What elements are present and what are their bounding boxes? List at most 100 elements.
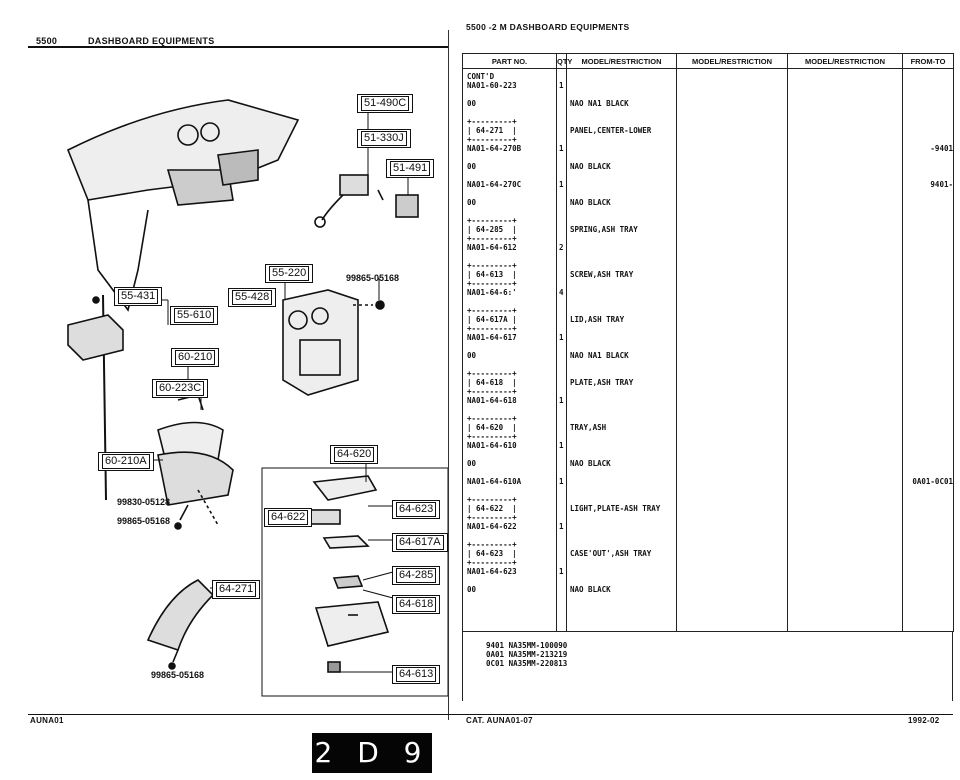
row-qty-cell: 4	[559, 288, 564, 297]
row-part-cell: +---------+	[467, 279, 517, 288]
callout-51-491: 51-491	[386, 159, 435, 178]
row-qty-cell	[559, 513, 566, 522]
row-desc-cell	[570, 306, 676, 315]
row-part-cell: | 64-620 |	[467, 423, 517, 432]
row-from-cell	[905, 540, 953, 549]
row-desc-cell: PLATE,ASH TRAY	[570, 378, 634, 387]
row-desc-cell: NAO BLACK	[570, 459, 611, 468]
row-desc-cell	[570, 513, 676, 522]
row-part-cell: +---------+	[467, 216, 517, 225]
row-qty-cell	[559, 504, 566, 513]
row-desc-cell: SCREW,ASH TRAY	[570, 270, 634, 279]
row-part-cell: | 64-617A |	[467, 315, 517, 324]
callout-64-618: 64-618	[392, 595, 441, 614]
callout-64-285: 64-285	[392, 566, 441, 585]
row-desc-cell	[570, 297, 676, 306]
part-note-screw-console: 99865-05168	[346, 273, 400, 283]
row-from-cell	[905, 279, 953, 288]
col-part-no: PART NO.	[462, 53, 557, 69]
row-qty-cell	[559, 459, 566, 468]
row-qty-cell: 1	[559, 144, 564, 153]
row-part-cell: CONT'D	[467, 72, 495, 81]
row-qty-cell: 2	[559, 243, 564, 252]
callout-64-620: 64-620	[330, 445, 379, 464]
row-part-cell: 00	[467, 198, 477, 207]
row-part-cell: NA01-64-623	[467, 567, 517, 576]
row-from-cell	[905, 243, 953, 252]
row-part-cell	[467, 153, 556, 162]
row-desc-cell	[570, 567, 676, 576]
row-part-cell	[467, 342, 556, 351]
row-desc-cell	[570, 387, 676, 396]
row-from-cell	[905, 342, 953, 351]
row-from-cell	[905, 423, 953, 432]
row-qty-cell	[559, 117, 566, 126]
row-desc-cell	[570, 81, 676, 90]
row-from-cell	[905, 522, 953, 531]
row-from-cell	[905, 324, 953, 333]
exploded-parts-diagram	[66, 99, 448, 697]
row-part-cell: NA01-64-617	[467, 333, 517, 342]
callout-64-622: 64-622	[264, 508, 313, 527]
row-qty-cell: 1	[559, 333, 564, 342]
row-desc-cell	[570, 153, 676, 162]
row-from-cell	[905, 81, 953, 90]
row-from-cell	[905, 297, 953, 306]
row-part-cell: +---------+	[467, 387, 517, 396]
row-desc-cell	[570, 450, 676, 459]
row-from-cell	[905, 567, 953, 576]
row-from-cell	[905, 387, 953, 396]
callout-55-220: 55-220	[265, 264, 314, 283]
row-part-cell	[467, 405, 556, 414]
row-desc-cell: NAO BLACK	[570, 198, 611, 207]
col-model-2: MODEL/RESTRICTION	[676, 53, 788, 69]
row-desc-cell	[570, 405, 676, 414]
row-part-cell	[467, 468, 556, 477]
row-from-cell	[905, 549, 953, 558]
row-qty-cell: 1	[559, 81, 564, 90]
row-from-cell	[905, 270, 953, 279]
row-from-cell	[905, 171, 953, 180]
row-desc-cell	[570, 468, 676, 477]
row-qty-cell	[559, 360, 566, 369]
row-part-cell: +---------+	[467, 369, 517, 378]
row-part-cell: NA01-64-618	[467, 396, 517, 405]
row-desc-cell	[570, 333, 676, 342]
callout-51-490c: 51-490C	[357, 94, 414, 113]
row-from-cell	[905, 396, 953, 405]
row-qty-cell: 1	[559, 396, 564, 405]
row-from-cell	[905, 531, 953, 540]
row-desc-cell	[570, 234, 676, 243]
part-note-screw-column-2: 99865-05168	[117, 516, 171, 526]
row-part-cell: NA01-64-610	[467, 441, 517, 450]
callout-55-428: 55-428	[228, 288, 277, 307]
row-part-cell: +---------+	[467, 414, 517, 423]
row-qty-cell	[559, 126, 566, 135]
table-bottom-rule	[462, 631, 953, 632]
row-from-cell	[905, 585, 953, 594]
serial-line-3: 0C01 NA35MM-220813	[486, 659, 568, 668]
row-qty-cell	[559, 261, 566, 270]
callout-60-210: 60-210	[171, 348, 220, 367]
row-part-cell: NA01-64-612	[467, 243, 517, 252]
row-desc-cell	[570, 432, 676, 441]
row-desc-cell	[570, 477, 676, 486]
callout-64-271: 64-271	[212, 580, 261, 599]
panel-divider	[448, 30, 449, 720]
row-part-cell: | 64-613 |	[467, 270, 517, 279]
row-desc-cell	[570, 216, 676, 225]
row-from-cell	[905, 117, 953, 126]
row-from-cell	[905, 468, 953, 477]
row-desc-cell: PANEL,CENTER-LOWER	[570, 126, 652, 135]
row-part-cell: +---------+	[467, 540, 517, 549]
serial-line-2: 0A01 NA35MM-213219	[486, 650, 568, 659]
row-from-cell	[905, 306, 953, 315]
col-qty: QTY	[556, 53, 572, 69]
callout-51-330j: 51-330J	[357, 129, 411, 148]
row-desc-cell	[570, 243, 676, 252]
row-from-cell	[905, 315, 953, 324]
row-part-cell: | 64-622 |	[467, 504, 517, 513]
row-qty-cell	[559, 387, 566, 396]
row-part-cell	[467, 171, 556, 180]
row-qty-cell: 1	[559, 567, 564, 576]
